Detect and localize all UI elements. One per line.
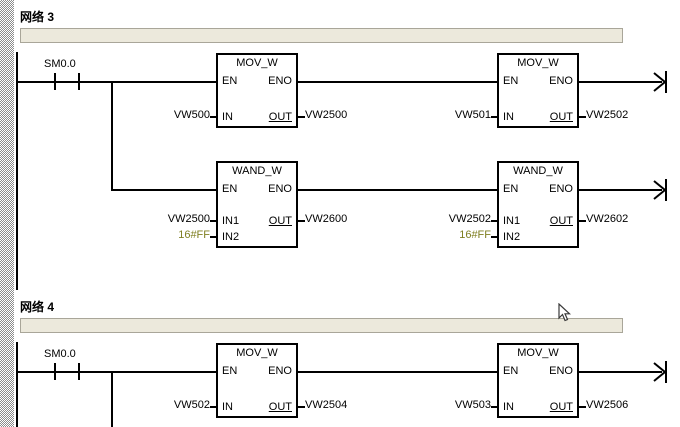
wire-wand1-eno-to-wand2-en: [297, 189, 497, 191]
pin-eno: ENO: [268, 365, 292, 377]
pin-out: OUT: [549, 111, 573, 123]
operand-in2-wand-w-2[interactable]: 16#FF: [459, 229, 491, 241]
arrow-right-icon: [652, 361, 672, 388]
pin-out: OUT: [268, 215, 292, 227]
network-title-3: 网络 3: [20, 10, 55, 24]
pin-in: IN: [503, 401, 514, 413]
stub-in-mov-3: [210, 406, 217, 408]
stub-out-mov-2: [578, 116, 586, 118]
operand-out-wand-w-2[interactable]: VW2602: [586, 213, 629, 225]
pin-en: EN: [503, 183, 519, 195]
wire-mov3-eno-to-mov4-en: [297, 371, 497, 373]
wire-contact-to-mov-en-n3: [80, 81, 217, 83]
pin-in1: IN1: [503, 215, 521, 227]
stub-out-mov-3: [297, 406, 305, 408]
wire-mov1-eno-to-mov2-en: [297, 81, 497, 83]
function-block-mov-w-4[interactable]: MOV_W EN ENO IN OUT: [497, 343, 579, 418]
function-block-mov-w-3[interactable]: MOV_W EN ENO IN OUT: [216, 343, 298, 418]
wire-between-contacts-n4: [56, 371, 78, 373]
pin-out: OUT: [549, 215, 573, 227]
network-comment-bar-3[interactable]: [20, 28, 623, 43]
pin-en: EN: [222, 75, 238, 87]
network-title-4: 网络 4: [20, 300, 55, 314]
operand-in1-wand-w-1[interactable]: VW2500: [167, 213, 210, 225]
block-title: MOV_W: [236, 57, 278, 69]
block-title: MOV_W: [517, 347, 559, 359]
stub-out-wand-2: [578, 220, 586, 222]
function-block-mov-w-2[interactable]: MOV_W EN ENO IN OUT: [497, 53, 579, 128]
power-rail-4: [16, 342, 18, 427]
stub-out-wand-1: [297, 220, 305, 222]
branch-vertical-n3: [111, 81, 113, 191]
contact-open-right-n3[interactable]: [78, 73, 80, 90]
wire-mov4-eno-continuation: [578, 371, 662, 373]
operand-out-mov-w-3[interactable]: VW2504: [305, 399, 348, 411]
wire-mov2-eno-continuation: [578, 81, 662, 83]
pin-en: EN: [222, 183, 238, 195]
operand-out-mov-w-4[interactable]: VW2506: [586, 399, 629, 411]
pin-eno: ENO: [268, 183, 292, 195]
operand-in2-wand-w-1[interactable]: 16#FF: [178, 229, 210, 241]
stub-in-mov-1: [210, 116, 217, 118]
pin-in2: IN2: [222, 231, 240, 243]
operand-in-mov-w-3[interactable]: VW502: [173, 399, 210, 411]
pin-eno: ENO: [549, 365, 573, 377]
pin-in1: IN1: [222, 215, 240, 227]
block-title: WAND_W: [513, 165, 563, 177]
stub-in1-wand-2: [491, 220, 498, 222]
pin-eno: ENO: [268, 75, 292, 87]
stub-in2-wand-2: [491, 236, 498, 238]
arrow-right-icon: [652, 71, 672, 98]
stub-out-mov-1: [297, 116, 305, 118]
contact-label-sm00-n3: SM0.0: [44, 58, 76, 70]
contact-label-sm00-n4: SM0.0: [44, 348, 76, 360]
contact-open-left-n3[interactable]: [54, 73, 56, 90]
wire-rail-to-contact-n3: [16, 81, 54, 83]
pin-eno: ENO: [549, 183, 573, 195]
pin-en: EN: [503, 75, 519, 87]
operand-in-mov-w-4[interactable]: VW503: [454, 399, 491, 411]
function-block-mov-w-1[interactable]: MOV_W EN ENO IN OUT: [216, 53, 298, 128]
pin-in: IN: [503, 111, 514, 123]
wire-branch-to-wand-en-n3: [111, 189, 217, 191]
block-title: WAND_W: [232, 165, 282, 177]
stub-in-mov-4: [491, 406, 498, 408]
pin-en: EN: [503, 365, 519, 377]
stub-in1-wand-1: [210, 220, 217, 222]
contact-open-right-n4[interactable]: [78, 363, 80, 380]
wire-rail-to-contact-n4: [16, 371, 54, 373]
pin-en: EN: [222, 365, 238, 377]
arrow-right-icon: [652, 179, 672, 206]
block-title: MOV_W: [517, 57, 559, 69]
operand-out-wand-w-1[interactable]: VW2600: [305, 213, 348, 225]
operand-in-mov-w-1[interactable]: VW500: [173, 109, 210, 121]
wire-contact-to-mov-en-n4: [80, 371, 217, 373]
contact-open-left-n4[interactable]: [54, 363, 56, 380]
power-rail-3: [16, 52, 18, 290]
pin-in: IN: [222, 401, 233, 413]
operand-out-mov-w-2[interactable]: VW2502: [586, 109, 629, 121]
operand-out-mov-w-1[interactable]: VW2500: [305, 109, 348, 121]
pin-out: OUT: [549, 401, 573, 413]
operand-in1-wand-w-2[interactable]: VW2502: [448, 213, 491, 225]
operand-in-mov-w-2[interactable]: VW501: [454, 109, 491, 121]
network-comment-bar-4[interactable]: [20, 318, 623, 333]
left-gutter: [0, 0, 14, 427]
stub-in2-wand-1: [210, 236, 217, 238]
branch-vertical-n4: [111, 371, 113, 427]
function-block-wand-w-1[interactable]: WAND_W EN ENO IN1 OUT IN2: [216, 161, 298, 248]
block-title: MOV_W: [236, 347, 278, 359]
pin-in2: IN2: [503, 231, 521, 243]
pin-in: IN: [222, 111, 233, 123]
function-block-wand-w-2[interactable]: WAND_W EN ENO IN1 OUT IN2: [497, 161, 579, 248]
pin-out: OUT: [268, 111, 292, 123]
wire-wand2-eno-continuation: [578, 189, 662, 191]
pin-eno: ENO: [549, 75, 573, 87]
pin-out: OUT: [268, 401, 292, 413]
wire-between-contacts-n3: [56, 81, 78, 83]
stub-in-mov-2: [491, 116, 498, 118]
stub-out-mov-4: [578, 406, 586, 408]
